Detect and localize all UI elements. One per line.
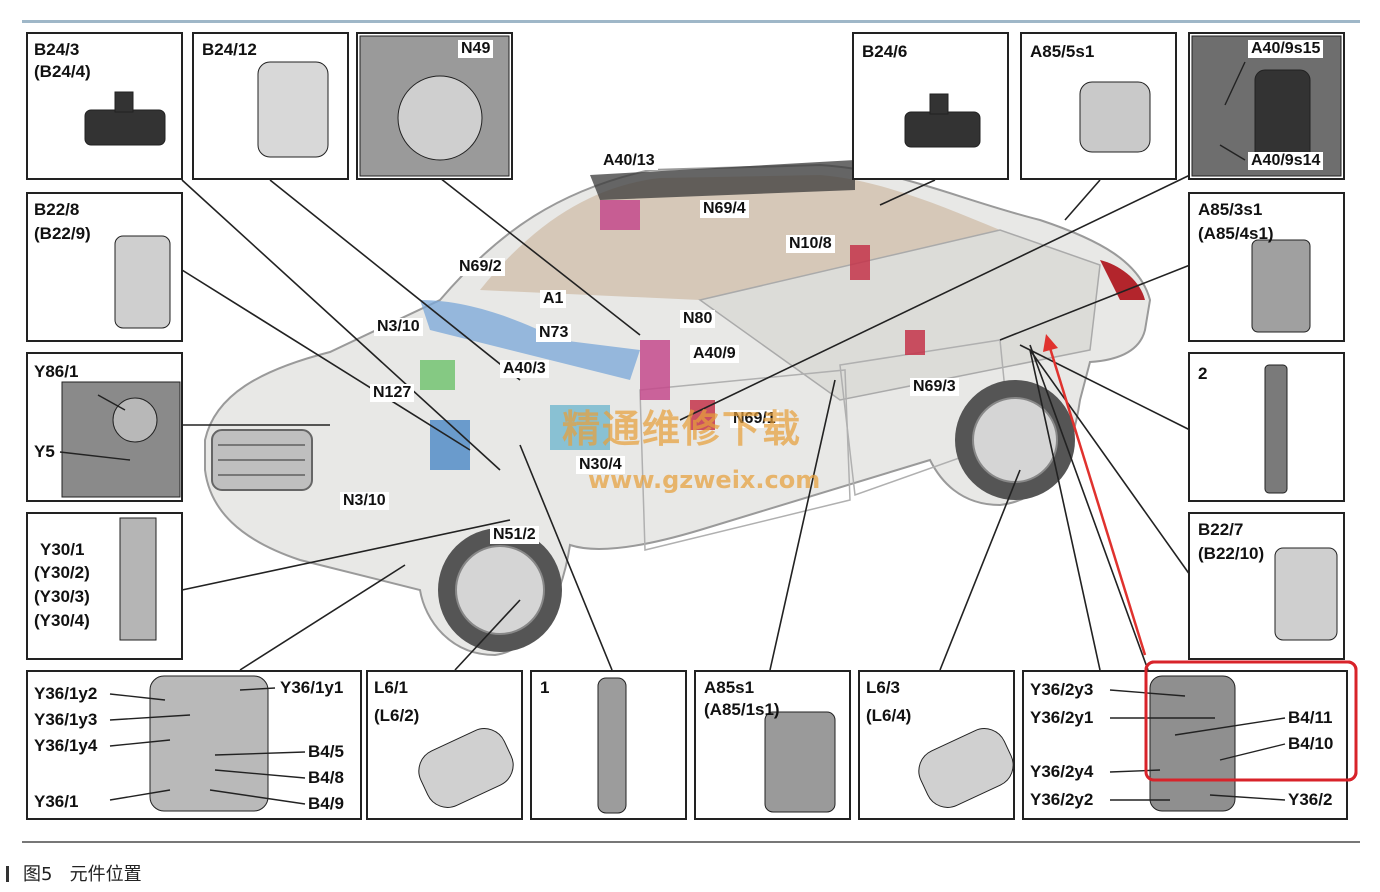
leader-lines [181, 174, 1191, 671]
label-y36-1y2: Y36/1y2 [34, 684, 98, 703]
label-a85-5s1: A85/5s1 [1030, 42, 1095, 61]
tag-n51-2: N51/2 [490, 526, 539, 545]
label-b4-8: B4/8 [308, 768, 344, 787]
watermark-text: 精通维修下载 [562, 407, 803, 451]
caption-bar [6, 866, 9, 882]
level-sensor-l6-1 [418, 728, 514, 808]
tag-a40-13: A40/13 [600, 152, 658, 171]
label-y36-2y4: Y36/2y4 [1030, 762, 1094, 781]
level-sensor-l6-3 [918, 728, 1014, 808]
tag-n127: N127 [370, 384, 415, 403]
label-a85-4s1: (A85/4s1) [1198, 224, 1274, 243]
label-y36-2y3: Y36/2y3 [1030, 680, 1094, 699]
label-l6-2: (L6/2) [374, 706, 420, 725]
label-y30-1: Y30/1 [40, 540, 85, 559]
label-b22-8: B22/8 [34, 200, 80, 219]
label-a85s1: A85s1 [704, 678, 755, 697]
photo-y86-1 [61, 381, 181, 498]
tag-n3-10-top: N3/10 [374, 318, 423, 337]
label-y36-2y2: Y36/2y2 [1030, 790, 1094, 809]
label-2: 2 [1198, 364, 1208, 383]
tag-a40-9: A40/9 [690, 345, 739, 364]
tag-n3-10-bottom: N3/10 [340, 492, 389, 511]
tag-n69-2: N69/2 [456, 258, 505, 277]
sensor-b22-7 [1274, 547, 1338, 641]
switch-a85-3s1 [1251, 239, 1311, 333]
sensor-b24-12 [257, 61, 329, 158]
label-l6-3: L6/3 [866, 678, 901, 697]
label-y36-1y1: Y36/1y1 [280, 678, 344, 697]
label-b22-7: B22/7 [1198, 520, 1244, 539]
label-b24-3: B24/3 [34, 40, 80, 59]
diagram-frame [22, 20, 1360, 843]
valve-y30-1 [119, 517, 157, 641]
label-y36-1y3: Y36/1y3 [34, 710, 98, 729]
label-a85-3s1: A85/3s1 [1198, 200, 1263, 219]
label-b24-6: B24/6 [862, 42, 908, 61]
tag-n30-4: N30/4 [576, 456, 625, 475]
tag-a1: A1 [540, 290, 567, 309]
switch-a85-5s1 [1079, 81, 1151, 153]
tag-n69-3: N69/3 [910, 378, 959, 397]
tag-n80: N80 [680, 310, 716, 329]
valve-block-y36-1 [149, 675, 269, 812]
tag-n10-8: N10/8 [786, 235, 835, 254]
watermark-url: www.gzweix.com [588, 466, 821, 494]
label-y30-2: (Y30/2) [34, 563, 90, 582]
strut-2 [1264, 364, 1288, 494]
label-y86-1: Y86/1 [34, 362, 79, 381]
box-b24-3 [26, 32, 183, 180]
sensor-b24-3 [84, 109, 166, 146]
label-b4-5: B4/5 [308, 742, 344, 761]
label-l6-1: L6/1 [374, 678, 409, 697]
label-y36-2y1: Y36/2y1 [1030, 708, 1094, 727]
label-1: 1 [540, 678, 550, 697]
label-n49: N49 [458, 40, 494, 59]
switch-a85s1 [764, 711, 836, 813]
label-b4-11: B4/11 [1288, 708, 1333, 727]
strut-1 [597, 677, 627, 814]
label-y30-3: (Y30/3) [34, 587, 90, 606]
label-y36-2: Y36/2 [1288, 790, 1333, 809]
label-b24-12: B24/12 [202, 40, 257, 59]
label-b22-10: (B22/10) [1198, 544, 1265, 563]
label-b4-10: B4/10 [1288, 734, 1334, 753]
caption-figure: 图5 [23, 864, 53, 885]
sensor-b22-8 [114, 235, 171, 329]
tag-n73: N73 [536, 324, 572, 343]
label-a85-1s1: (A85/1s1) [704, 700, 780, 719]
label-a40-9s15: A40/9s15 [1248, 40, 1324, 59]
label-y5: Y5 [34, 442, 55, 461]
label-l6-4: (L6/4) [866, 706, 912, 725]
highlight-arrow [1043, 334, 1147, 656]
tag-a40-3: A40/3 [500, 360, 549, 379]
figure-caption: 图5 元件位置 [6, 860, 142, 886]
valve-block-y36-2 [1149, 675, 1236, 812]
tag-n69-4: N69/4 [700, 200, 749, 219]
box-y30-1 [26, 512, 183, 660]
label-b22-9: (B22/9) [34, 224, 91, 243]
label-a40-9s14: A40/9s14 [1248, 152, 1324, 171]
label-b24-4: (B24/4) [34, 62, 91, 81]
label-b4-9: B4/9 [308, 794, 344, 813]
label-y30-4: (Y30/4) [34, 611, 90, 630]
sensor-b24-6 [904, 111, 981, 148]
tag-n69-1: N69/1 [730, 410, 779, 429]
label-y36-1: Y36/1 [34, 792, 79, 811]
caption-title: 元件位置 [69, 864, 142, 885]
label-y36-1y4: Y36/1y4 [34, 736, 98, 755]
